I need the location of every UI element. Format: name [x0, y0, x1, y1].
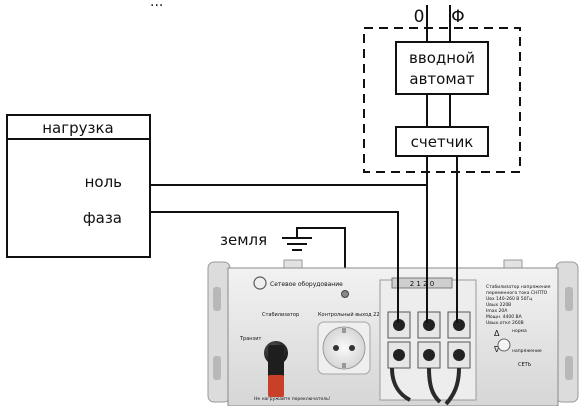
load-title: нагрузка — [42, 119, 114, 137]
load-phase-label: фаза — [83, 209, 122, 227]
socket-label: Контрольный выход 220В — [318, 311, 387, 318]
display-window — [391, 277, 453, 289]
spec-block: Стабилизатор напряжения переменного тока… — [486, 284, 552, 326]
reset-button[interactable] — [497, 338, 511, 352]
right-ear-slot-bottom — [565, 356, 573, 380]
switch-left-label: Транзит — [239, 336, 261, 342]
terminal-5-screw — [423, 349, 435, 361]
switch-top-label: Стабилизатор — [262, 312, 299, 318]
left-mounting-ear — [207, 261, 231, 403]
load-neutral-label: ноль — [85, 173, 122, 191]
brand-name: Сетевое оборудование — [270, 281, 343, 288]
phase-wire — [150, 211, 399, 323]
left-ear-slot-top — [213, 287, 221, 311]
socket-pin-left — [333, 345, 339, 351]
output-cable-2 — [427, 367, 442, 404]
spec-line-5: Imax 20А — [486, 308, 508, 314]
spec-line-2: переменного тока СНПТО — [486, 290, 548, 296]
output-cable-3 — [444, 367, 461, 406]
socket-ground-clip-top — [342, 328, 346, 333]
brand-logo-icon — [253, 276, 267, 290]
button-down-label: напряжение — [512, 349, 542, 354]
right-mounting-ear — [555, 261, 579, 403]
socket-pin-right — [349, 345, 355, 351]
control-socket[interactable] — [322, 326, 366, 370]
ground-wire — [296, 227, 346, 292]
button-up-label: норма — [512, 329, 527, 334]
ground-label: земля — [220, 231, 267, 249]
switch-note: Не нагружайте переключатель! — [254, 395, 331, 402]
socket-ground-clip-bottom — [342, 363, 346, 368]
meter-enclosure — [363, 27, 521, 173]
terminal-4-screw — [393, 349, 405, 361]
spec-line-4: Uвых 220В — [486, 302, 511, 308]
spec-line-6: Мощн. 4400 ВА — [486, 314, 523, 320]
spec-line-7: Uвых.откл 260В — [486, 320, 524, 326]
output-cable-1 — [390, 367, 411, 402]
breaker-label-line2: автомат — [409, 70, 474, 88]
left-ear-slot-bottom — [213, 356, 221, 380]
zero-input-label: 0 — [414, 7, 425, 27]
display-digits: 2 1 2 0 — [410, 280, 435, 288]
button-down-symbol: ∇ — [493, 345, 500, 354]
breaker-box — [395, 41, 489, 95]
spec-line-3: Uвх 140-260 В 50Гц — [486, 296, 532, 302]
mode-switch-indicator — [268, 375, 284, 397]
terminal-2-screw — [423, 319, 435, 331]
meter-label: счетчик — [411, 133, 474, 151]
spec-line-1: Стабилизатор напряжения — [486, 284, 551, 290]
terminal-1-screw — [393, 319, 405, 331]
top-caption: ... — [150, 0, 163, 10]
phase-input-label: Φ — [451, 7, 464, 27]
terminal-3-screw — [453, 319, 465, 331]
stabilizer-device: Сетевое оборудование Стабилизатор Транзи… — [207, 259, 579, 406]
ground-terminal-screw — [341, 290, 349, 298]
breaker-label-line1: вводной — [409, 49, 475, 67]
terminal-6-screw — [453, 349, 465, 361]
button-up-symbol: Δ — [494, 329, 500, 338]
right-ear-slot-top — [565, 287, 573, 311]
reset-label: СЕТЬ — [518, 362, 532, 368]
meter-box — [395, 126, 489, 157]
